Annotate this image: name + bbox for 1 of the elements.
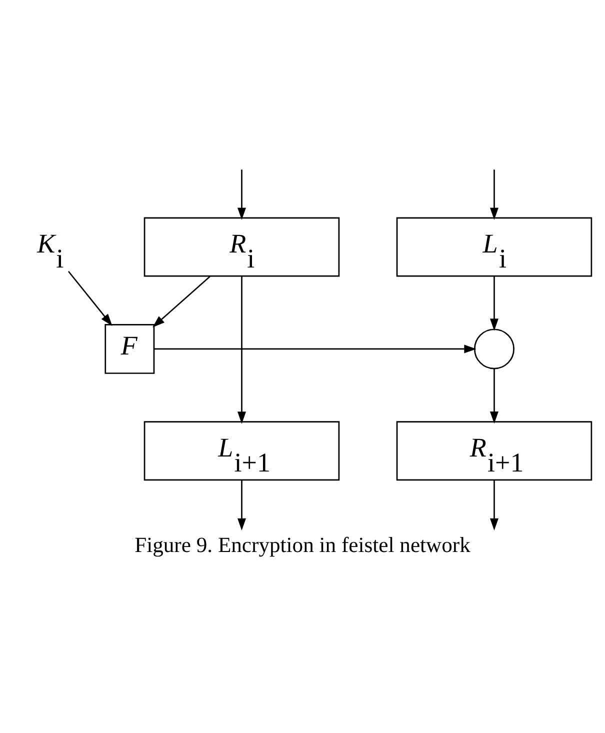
caption: Figure 9. Encryption in feistel network [134, 533, 470, 558]
